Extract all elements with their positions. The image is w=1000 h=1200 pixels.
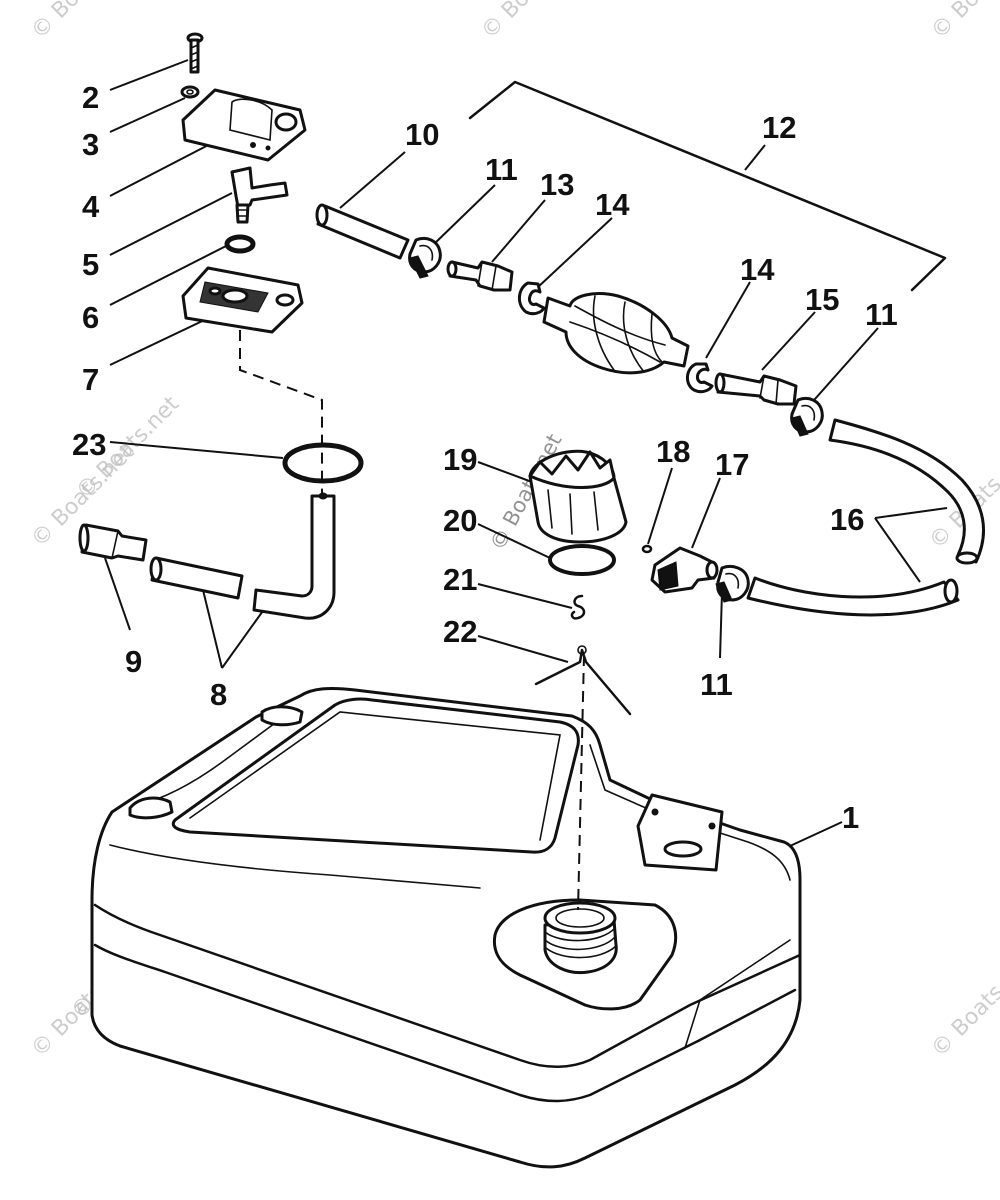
cover-part xyxy=(181,88,307,162)
watermark-top-left: © Boats.net xyxy=(27,0,140,44)
tank-mount-screw-2 xyxy=(708,822,716,830)
tank-ridge-front xyxy=(109,844,481,889)
tank-top-recess xyxy=(171,697,580,854)
bracket-12 xyxy=(468,80,947,292)
callout-14-left: 14 xyxy=(595,187,630,222)
assembly-line-filler xyxy=(577,654,585,911)
callout-20: 20 xyxy=(443,503,477,538)
callout-11-lower: 11 xyxy=(700,667,733,702)
callout-4: 4 xyxy=(82,189,100,224)
tank-filler-thread-3 xyxy=(545,945,617,959)
callout-7: 7 xyxy=(82,362,99,397)
o-ring-small-part xyxy=(224,234,256,254)
o-ring-18-part xyxy=(641,544,653,554)
clip-14-left-part xyxy=(518,281,546,316)
watermark-top-center: © Boats.net xyxy=(477,0,590,44)
callout-14-right: 14 xyxy=(740,252,775,287)
clamp-11-top-part xyxy=(408,237,442,279)
callout-labels: 1 2 3 4 5 6 7 8 9 10 11 11 11 12 13 14 1… xyxy=(72,80,898,835)
fitting-13-part xyxy=(446,260,514,292)
tank-filler-opening xyxy=(543,901,617,935)
gasket-part xyxy=(548,544,616,576)
clip-14-right-part xyxy=(686,362,714,394)
callout-21: 21 xyxy=(443,562,477,597)
callout-15: 15 xyxy=(805,282,839,317)
callout-8: 8 xyxy=(210,677,227,712)
fuel-tank xyxy=(90,686,802,1169)
callout-17: 17 xyxy=(715,447,749,482)
pickup-tube-part xyxy=(252,492,336,620)
hose-10-part xyxy=(315,203,410,260)
filter-part xyxy=(78,523,148,562)
callout-18: 18 xyxy=(656,434,690,469)
tank-pickup-mount-plate xyxy=(636,793,724,872)
tank-filler-thread-1 xyxy=(544,927,616,942)
callout-22: 22 xyxy=(443,614,477,649)
callout-9: 9 xyxy=(125,644,142,679)
s-clip-part xyxy=(570,594,586,620)
tank-filler-neck xyxy=(543,918,618,975)
fitting-15-part xyxy=(714,372,798,406)
callout-23: 23 xyxy=(72,427,106,462)
washer-part xyxy=(180,85,200,99)
tank-corner-nub-left xyxy=(128,796,174,820)
callout-2: 2 xyxy=(82,80,99,115)
tank-seam-band-lower xyxy=(93,943,797,1103)
callout-11-right: 11 xyxy=(865,297,898,332)
watermark-low-right: © Boats.net xyxy=(927,949,1000,1062)
tank-corner-nub-top xyxy=(260,705,304,727)
elbow-fitting-part xyxy=(230,166,289,224)
tank-mount-screw-1 xyxy=(651,808,659,816)
tank-recess-inner xyxy=(189,711,561,841)
tank-pickup-hole xyxy=(663,840,703,858)
callout-11-top: 11 xyxy=(485,152,518,187)
pickup-plate-part xyxy=(181,266,304,334)
o-ring-large-part xyxy=(282,442,364,484)
primer-bulb-part xyxy=(542,292,690,375)
watermark-top-right: © Boats.net xyxy=(927,0,1000,44)
callout-5: 5 xyxy=(82,247,99,282)
callout-19: 19 xyxy=(443,442,477,477)
screw-part xyxy=(186,32,204,74)
elbow-fitting-17-part xyxy=(650,546,719,594)
hose-16-part xyxy=(746,418,985,617)
callout-3: 3 xyxy=(82,127,99,162)
hose-section-part xyxy=(149,556,244,600)
callout-12: 12 xyxy=(762,110,796,145)
callout-1: 1 xyxy=(842,800,859,835)
leader-lines xyxy=(104,59,948,911)
assembly-line-pickup xyxy=(239,330,323,495)
clamp-11-lower-part xyxy=(715,565,750,603)
tank-filler-opening-inner xyxy=(555,908,605,928)
callout-10: 10 xyxy=(405,117,439,152)
tank-filler-thread-2 xyxy=(544,936,616,951)
filler-cap-part xyxy=(528,449,628,544)
tank-side-contour xyxy=(684,939,791,1049)
tank-seam-band xyxy=(93,903,802,1068)
clamp-11-right-part xyxy=(790,397,824,437)
callout-13: 13 xyxy=(540,167,574,202)
callout-16: 16 xyxy=(830,502,864,537)
tether-wire-part xyxy=(534,645,632,716)
callout-6: 6 xyxy=(82,300,99,335)
